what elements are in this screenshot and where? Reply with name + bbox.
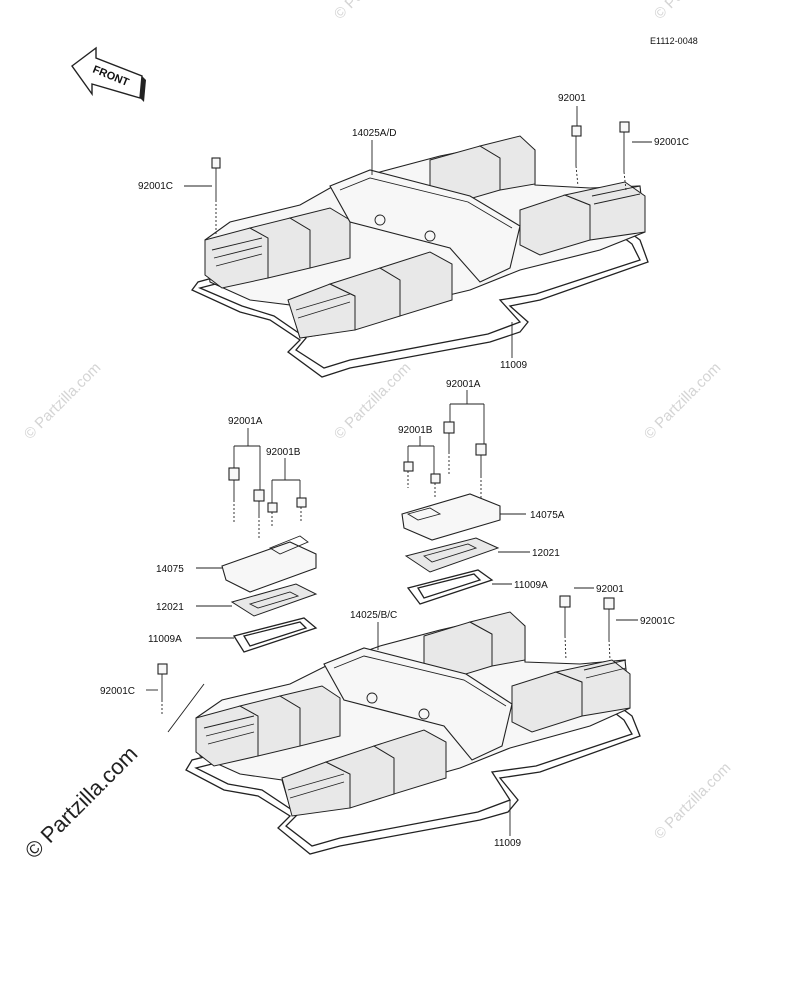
- label-14075: 14075: [156, 564, 184, 575]
- label-right-92001b: 92001B: [398, 425, 433, 436]
- label-top-11009: 11009: [500, 360, 528, 371]
- label-bottom-11009: 11009: [494, 838, 522, 849]
- left-bolt-b1: [267, 502, 278, 526]
- label-left-92001a: 92001A: [228, 416, 263, 427]
- watermark-1: © Partzilla.com: [21, 359, 104, 442]
- right-bolt-b2: [430, 473, 441, 498]
- bottom-bolt-left: [157, 663, 168, 716]
- label-bottom-92001c-right: 92001C: [640, 616, 675, 627]
- label-left-11009a: 11009A: [148, 634, 182, 645]
- label-top-92001: 92001: [558, 93, 586, 104]
- left-cap-14075: [221, 541, 317, 593]
- right-bolt-b1: [403, 461, 414, 488]
- left-bolt-a2: [253, 489, 265, 540]
- front-arrow-icon: FRONT: [71, 46, 146, 102]
- top-bolt-right-long: [619, 121, 630, 191]
- watermark-4: © Partzilla.com: [331, 0, 414, 23]
- top-assembly: 14025A/D 92001 92001C 92001C 11009: [138, 93, 689, 378]
- top-bolt-right: [571, 125, 582, 187]
- bottom-bolt-right-long: [603, 597, 615, 661]
- label-right-11009a: 11009A: [514, 580, 548, 591]
- left-gasket-11009a: [232, 617, 318, 653]
- label-top-92001c-left: 92001C: [138, 181, 173, 192]
- right-plate-12021: [404, 537, 500, 573]
- right-gasket-11009a: [406, 569, 494, 605]
- label-right-92001a: 92001A: [446, 379, 481, 390]
- right-bolt-a1: [443, 421, 455, 474]
- label-left-12021: 12021: [156, 602, 184, 613]
- label-14075a: 14075A: [530, 510, 565, 521]
- right-breather-group: 92001A 92001B 14075A 12021 11009A: [398, 379, 565, 605]
- label-right-12021: 12021: [532, 548, 560, 559]
- label-bottom-92001c-left: 92001C: [100, 686, 135, 697]
- label-top-92001c-right: 92001C: [654, 137, 689, 148]
- right-cap-14075a: [401, 493, 501, 541]
- top-bolt-left: [211, 157, 221, 236]
- bottom-assembly: 14025/B/C 92001 92001C 92001C 11009: [100, 584, 675, 855]
- left-bolt-b2: [296, 497, 307, 522]
- watermark-6: © Partzilla.com: [651, 759, 734, 842]
- watermark-main: © Partzilla.com: [20, 741, 143, 864]
- bottom-bolt-right: [559, 595, 571, 661]
- right-bolt-a2: [475, 443, 487, 498]
- left-breather-group: 92001A 92001B 14075 12021 11009A: [148, 416, 318, 653]
- left-plate-12021: [230, 583, 318, 617]
- label-14025a-d: 14025A/D: [352, 128, 396, 139]
- watermark-3: © Partzilla.com: [641, 359, 724, 442]
- diagram-code: E1112-0048: [650, 36, 698, 46]
- watermark-5: © Partzilla.com: [651, 0, 734, 23]
- label-bottom-92001: 92001: [596, 584, 624, 595]
- label-left-92001b: 92001B: [266, 447, 301, 458]
- left-bolt-a1: [228, 467, 240, 522]
- label-14025-b-c: 14025/B/C: [350, 610, 397, 621]
